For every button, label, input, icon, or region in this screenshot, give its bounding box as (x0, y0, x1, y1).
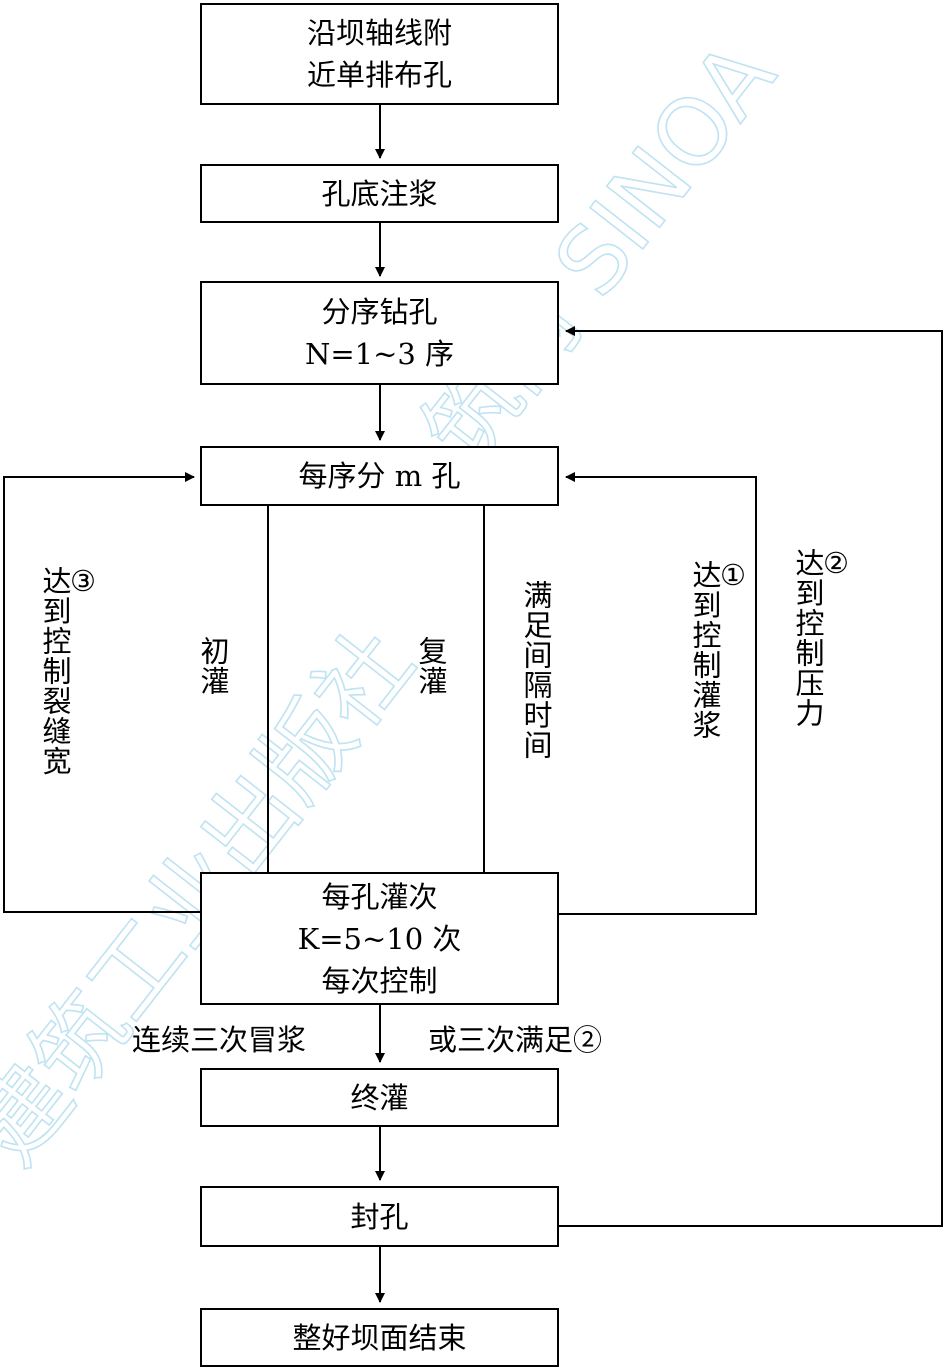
label-three-satisfied: 或三次满足② (428, 1023, 603, 1057)
label-interval-time: 满足间隔时间 (519, 580, 553, 760)
loop-control-grout (558, 472, 757, 915)
label-control-pressure-text: 达到控制压力 (791, 548, 825, 728)
box-finish-text: 整好坝面结束 (292, 1320, 467, 1355)
label-crack-width: ③ 达到控制裂缝宽 (38, 564, 97, 776)
label-control-grout: ① 达到控制灌浆 (688, 558, 747, 740)
label-repeat-grouting: 复灌 (414, 636, 448, 696)
box-holes-per-sequence-text: 每序分 m 孔 (298, 459, 461, 493)
label-control-pressure: ② 达到控制压力 (791, 546, 850, 728)
box-grouting-times-line1: 每孔灌次 (321, 879, 438, 914)
label-first-grouting: 初灌 (196, 636, 230, 696)
loop-crack (3, 472, 202, 913)
box-arrange-holes-line1: 沿坝轴线附 (306, 16, 452, 50)
box-bottom-grouting: 孔底注浆 (200, 164, 559, 223)
box-sequenced-drilling-line1: 分序钻孔 (321, 295, 438, 329)
box-grouting-times-line3: 每次控制 (321, 963, 438, 998)
box-grouting-times: 每孔灌次 K=5~10 次 每次控制 (200, 872, 559, 1005)
box-final-grouting-text: 终灌 (350, 1080, 409, 1115)
label-crack-width-text: 达到控制裂缝宽 (38, 566, 72, 776)
box-arrange-holes-line2: 近单排布孔 (306, 58, 452, 92)
box-sequenced-drilling-line2: N=1~3 序 (304, 337, 455, 371)
box-final-grouting: 终灌 (200, 1068, 559, 1127)
label-three-overflows: 连续三次冒浆 (132, 1023, 307, 1057)
box-grouting-times-line2: K=5~10 次 (297, 921, 462, 956)
box-holes-per-sequence: 每序分 m 孔 (200, 446, 559, 506)
label-control-grout-mark: ① (720, 558, 747, 592)
box-seal-hole-text: 封孔 (350, 1199, 409, 1234)
box-finish: 整好坝面结束 (200, 1308, 559, 1367)
box-bottom-grouting-text: 孔底注浆 (321, 176, 438, 211)
box-sequenced-drilling: 分序钻孔 N=1~3 序 (200, 281, 559, 385)
loop-control-pressure (558, 326, 943, 1227)
box-arrange-holes: 沿坝轴线附 近单排布孔 (200, 3, 559, 105)
label-control-pressure-mark: ② (823, 546, 850, 580)
box-seal-hole: 封孔 (200, 1186, 559, 1247)
label-crack-width-mark: ③ (70, 564, 97, 598)
label-control-grout-text: 达到控制灌浆 (688, 560, 722, 740)
